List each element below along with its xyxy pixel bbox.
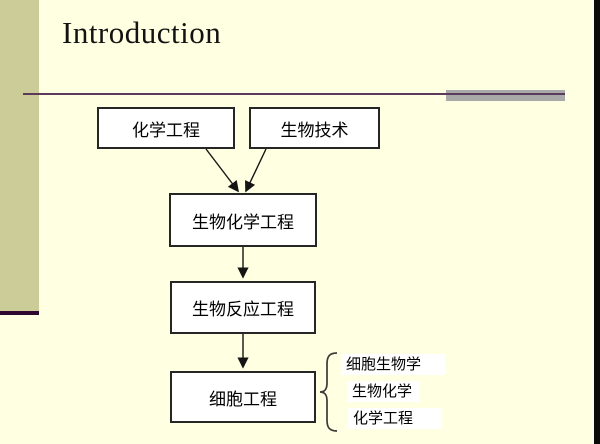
right-edge-bar — [594, 0, 600, 444]
brace-item-chemical-engineering: 化学工程 — [348, 408, 442, 429]
brace-item-cell-biology: 细胞生物学 — [341, 354, 445, 375]
flow-box-bioreaction-engineering: 生物反应工程 — [170, 281, 316, 334]
right-edge-highlight — [591, 0, 594, 444]
arrow-biotech-to-biochem — [245, 148, 267, 193]
flow-box-label: 生物技术 — [280, 120, 349, 140]
flow-box-biochemical-engineering: 生物化学工程 — [169, 193, 317, 247]
flow-box-label: 生物反应工程 — [192, 300, 294, 319]
flow-box-chemical-engineering: 化学工程 — [97, 107, 235, 149]
curly-brace — [319, 352, 338, 432]
brace-item-biochemistry: 生物化学 — [347, 381, 419, 402]
arrow-chem-to-biochem — [205, 148, 240, 193]
slide-title: Introduction — [62, 15, 222, 50]
flow-box-label: 细胞工程 — [209, 389, 277, 409]
title-rule-gray-block — [446, 90, 565, 101]
flow-box-label: 化学工程 — [132, 120, 200, 140]
title-rule — [23, 93, 565, 95]
left-accent-bar — [0, 0, 39, 315]
flow-box-cell-engineering: 细胞工程 — [170, 371, 316, 423]
flow-box-biotechnology: 生物技术 — [249, 107, 380, 149]
flow-box-label: 生物化学工程 — [192, 212, 294, 232]
